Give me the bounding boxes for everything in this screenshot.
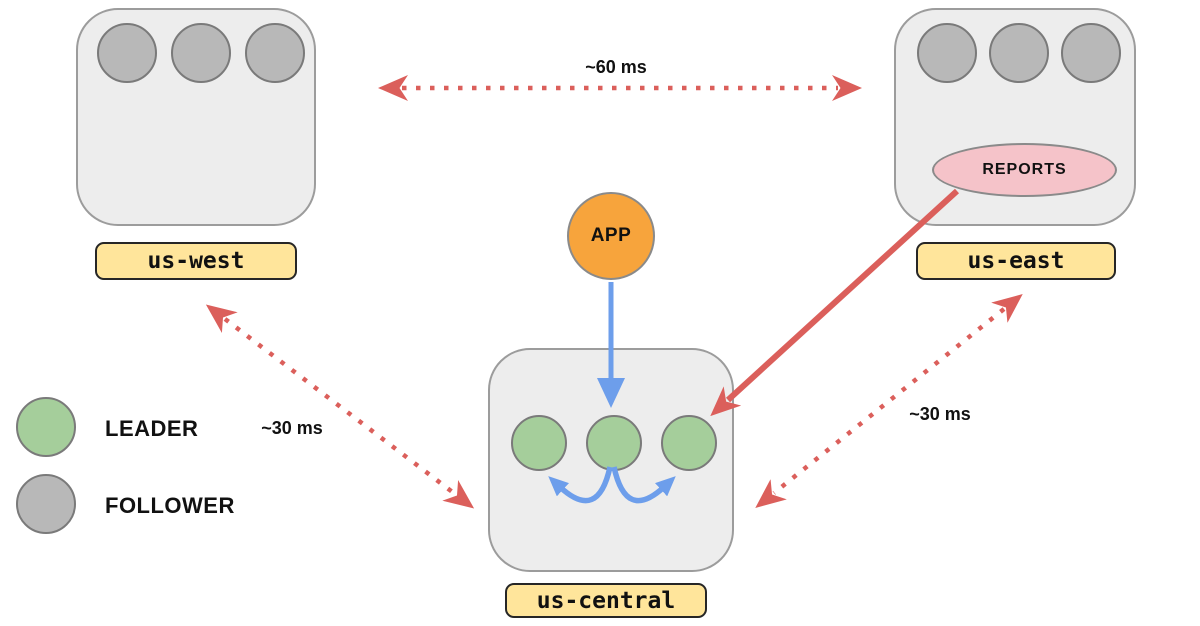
leader-node xyxy=(661,415,717,471)
follower-node xyxy=(1061,23,1121,83)
latency-label-west-east: ~60 ms xyxy=(585,57,647,77)
leader-node xyxy=(586,415,642,471)
latency-label-west-central: ~30 ms xyxy=(261,418,323,438)
app-label: APP xyxy=(590,225,632,246)
region-label-us-west: us-west xyxy=(95,242,297,280)
follower-node xyxy=(97,23,157,83)
legend-follower-label: FOLLOWER xyxy=(105,493,235,518)
follower-node xyxy=(245,23,305,83)
region-label-us-west-text: us-west xyxy=(147,248,245,274)
legend-follower-swatch xyxy=(16,474,76,534)
region-label-us-east-text: us-east xyxy=(967,248,1065,274)
follower-node xyxy=(917,23,977,83)
reports-label: REPORTS xyxy=(982,161,1067,178)
region-box-us-central xyxy=(488,348,734,572)
follower-node xyxy=(171,23,231,83)
region-label-us-east: us-east xyxy=(916,242,1116,280)
app-circle: APP xyxy=(567,192,655,280)
follower-node xyxy=(989,23,1049,83)
region-label-us-central: us-central xyxy=(505,583,707,618)
legend-leader-swatch xyxy=(16,397,76,457)
legend-leader-label: LEADER xyxy=(105,416,199,441)
latency-arrow-east-central xyxy=(755,294,1023,508)
region-label-us-central-text: us-central xyxy=(536,587,676,614)
latency-arrow-west-central xyxy=(205,304,475,509)
leader-node xyxy=(511,415,567,471)
latency-label-east-central: ~30 ms xyxy=(909,404,971,424)
region-box-us-west xyxy=(76,8,316,226)
reports-ellipse: REPORTS xyxy=(932,143,1117,197)
